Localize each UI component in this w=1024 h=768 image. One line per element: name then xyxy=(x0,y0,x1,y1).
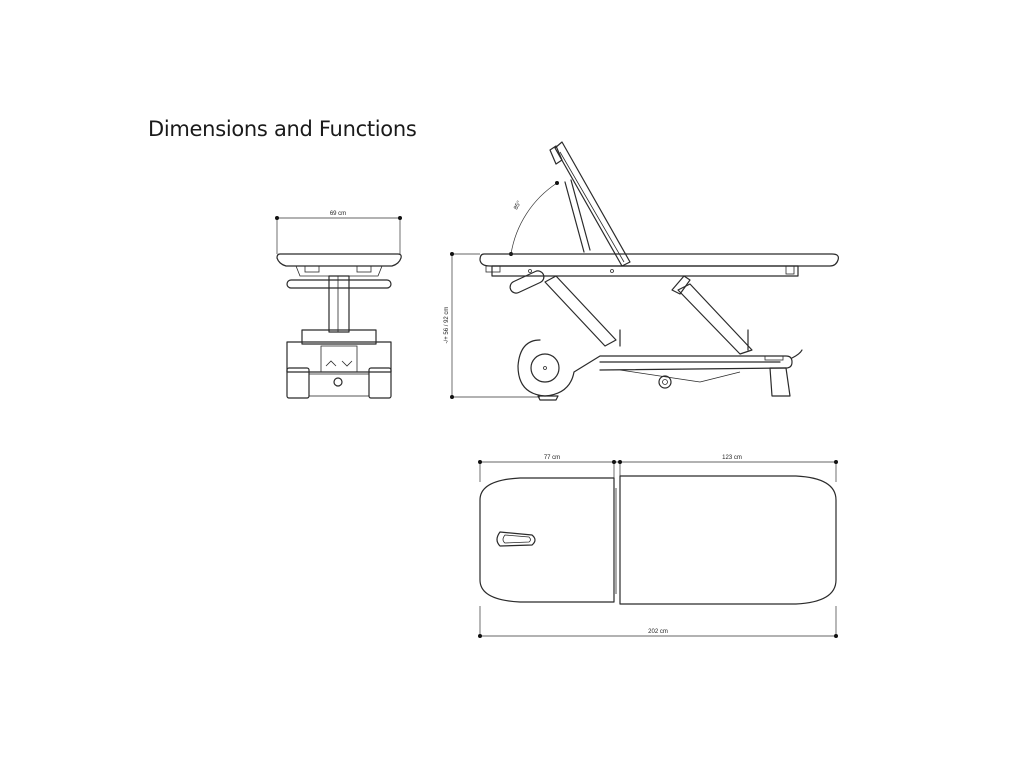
angle-dimension: 85° xyxy=(509,181,559,256)
side-table-top xyxy=(479,253,839,277)
width-dimension: 69 cm xyxy=(275,211,402,254)
front-column xyxy=(286,275,392,345)
side-frame xyxy=(509,270,753,355)
side-view: -/+ 56 / 92 cm 85° xyxy=(444,141,839,401)
total-length-label: 202 cm xyxy=(648,629,668,635)
height-dimension: -/+ 56 / 92 cm xyxy=(444,252,540,399)
height-label: -/+ 56 / 92 cm xyxy=(444,307,450,344)
head-section-label: 77 cm xyxy=(544,455,560,461)
section-dimensions: 77 cm 123 cm xyxy=(478,455,838,482)
page-title: Dimensions and Functions xyxy=(148,117,417,141)
front-base xyxy=(286,341,392,399)
front-table-top xyxy=(276,253,402,277)
width-label: 69 cm xyxy=(330,211,346,217)
front-view: 69 cm xyxy=(275,211,402,399)
body-section-label: 123 cm xyxy=(722,455,742,461)
total-length-dimension: 202 cm xyxy=(478,606,838,638)
head-section xyxy=(479,477,615,603)
top-view: 77 cm 123 cm 202 cm xyxy=(478,455,838,638)
angle-label: 85° xyxy=(513,200,523,211)
side-backrest xyxy=(549,141,631,267)
side-base xyxy=(517,339,803,401)
body-section xyxy=(615,475,837,605)
